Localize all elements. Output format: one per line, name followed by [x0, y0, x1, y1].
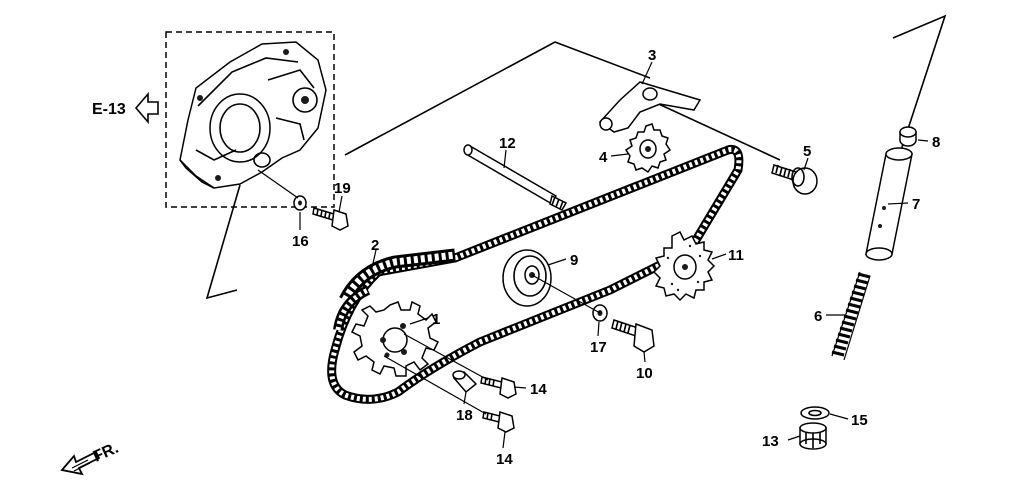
- callout-14-lower: 14: [496, 451, 513, 468]
- callout-9: 9: [570, 252, 578, 269]
- callout-3: 3: [648, 47, 656, 64]
- front-direction-indicator: FR.: [60, 440, 121, 476]
- callout-18: 18: [456, 407, 473, 424]
- callout-4: 4: [599, 149, 608, 166]
- callout-7: 7: [912, 196, 920, 213]
- crankcase-dashed-box: [165, 31, 335, 208]
- callout-13: 13: [762, 433, 779, 450]
- crankcase-cover: [179, 41, 327, 189]
- callout-19: 19: [334, 180, 351, 197]
- callout-5: 5: [803, 143, 811, 160]
- reference-label: E-13: [92, 101, 126, 118]
- callout-17: 17: [590, 339, 607, 356]
- callout-14-upper: 14: [530, 381, 547, 398]
- callout-8: 8: [932, 134, 940, 151]
- sealing-washer-15: [800, 406, 830, 420]
- sealing-bolt-13: [799, 422, 827, 450]
- tensioner-cap-8: [899, 126, 917, 147]
- washer-16: [293, 195, 307, 211]
- crank-sprocket-1: [350, 300, 440, 377]
- section-outline-lines: [205, 14, 947, 300]
- dowel-pin-18: [452, 370, 478, 394]
- callout-6: 6: [814, 308, 822, 325]
- callout-numbers: 1 2 3 4 5 6 7 8 9 10 11 12 13 14 14 15 1…: [292, 47, 940, 468]
- roller-pin-12: [463, 144, 568, 211]
- callout-1: 1: [432, 311, 440, 328]
- hollow-left-arrow-icon: [134, 91, 159, 125]
- callout-15: 15: [851, 412, 868, 429]
- leader-lines: [257, 61, 929, 449]
- callout-16: 16: [292, 233, 309, 250]
- cam-chain: [327, 144, 744, 404]
- oil-pump-sprocket-4: [624, 123, 672, 174]
- pivot-bolt-5: [771, 164, 818, 195]
- callout-12: 12: [499, 135, 516, 152]
- callout-2: 2: [371, 237, 379, 254]
- bolt-14-upper: [480, 376, 517, 399]
- bolt-14-lower: [482, 410, 515, 433]
- striped-front-arrow-icon: [60, 450, 101, 476]
- front-label: FR.: [91, 440, 121, 466]
- roller-bolt-10: [611, 319, 655, 353]
- tensioner-plate-3: [598, 81, 702, 133]
- tensioner-spring-6: [831, 271, 871, 361]
- callout-10: 10: [636, 365, 653, 382]
- callout-11: 11: [728, 247, 744, 264]
- cam-sprocket-11: [652, 230, 716, 302]
- chain-roller-9: [502, 249, 552, 307]
- flange-bolt-19: [312, 207, 349, 231]
